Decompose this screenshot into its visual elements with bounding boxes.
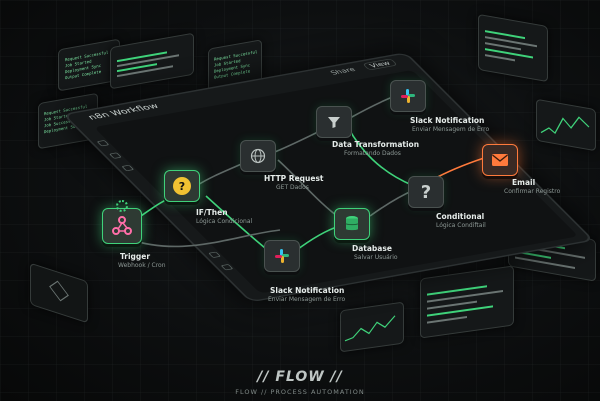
- node-slack-bottom[interactable]: [264, 240, 300, 272]
- node-trigger[interactable]: [102, 208, 142, 244]
- footer-logo: // FLOW //: [257, 369, 343, 385]
- gear-icon: [116, 200, 128, 212]
- node-transform-label: Data Transformation: [332, 140, 420, 149]
- database-icon: [345, 216, 359, 231]
- globe-icon: [250, 148, 266, 164]
- node-conditional[interactable]: ?: [408, 176, 444, 208]
- chart-panel-bottom: [340, 301, 404, 353]
- node-trigger-sub: Webhook / Cron: [118, 262, 166, 269]
- node-slack-top-label: Slack Notification: [410, 116, 485, 125]
- slack-icon: [275, 249, 289, 263]
- node-slack-top-sub: Enviar Mensagem de Erro: [412, 126, 490, 133]
- sparkline-icon: [344, 315, 396, 342]
- slack-icon: [401, 89, 415, 103]
- node-trigger-label: Trigger: [120, 252, 151, 261]
- webhook-icon: [112, 216, 132, 235]
- node-database[interactable]: [334, 208, 370, 240]
- node-http-label: HTTP Request: [264, 174, 324, 183]
- sparkline-icon: [540, 116, 590, 134]
- node-ifthen-sub: Lógica Condicional: [196, 218, 253, 225]
- node-conditional-label: Conditional: [436, 212, 485, 221]
- node-slack-top[interactable]: [390, 80, 426, 112]
- node-ifthen-label: IF/Then: [196, 208, 228, 217]
- node-data-transformation[interactable]: [316, 106, 352, 138]
- chart-panel-right: [536, 98, 596, 152]
- question-icon: ?: [420, 181, 432, 203]
- node-transform-sub: Formatando Dados: [344, 150, 401, 157]
- node-email[interactable]: [482, 144, 518, 176]
- node-http-request[interactable]: [240, 140, 276, 172]
- node-email-sub: Confirmar Registro: [504, 188, 561, 195]
- email-icon: [492, 154, 508, 166]
- node-database-label: Database: [352, 244, 392, 253]
- node-slack-bottom-label: Slack Notification: [270, 286, 345, 295]
- footer-tagline: FLOW // PROCESS AUTOMATION: [235, 388, 365, 396]
- node-slack-bottom-sub: Enviar Mensagem de Erro: [268, 296, 346, 303]
- node-ifthen[interactable]: ?: [164, 170, 200, 202]
- question-icon: ?: [173, 177, 191, 195]
- node-database-sub: Salvar Usuário: [354, 254, 398, 261]
- node-conditional-sub: Lógica Condiftail: [436, 222, 486, 229]
- node-email-label: Email: [512, 178, 536, 187]
- funnel-icon: [328, 117, 340, 128]
- node-http-sub: GET Dados: [276, 184, 309, 191]
